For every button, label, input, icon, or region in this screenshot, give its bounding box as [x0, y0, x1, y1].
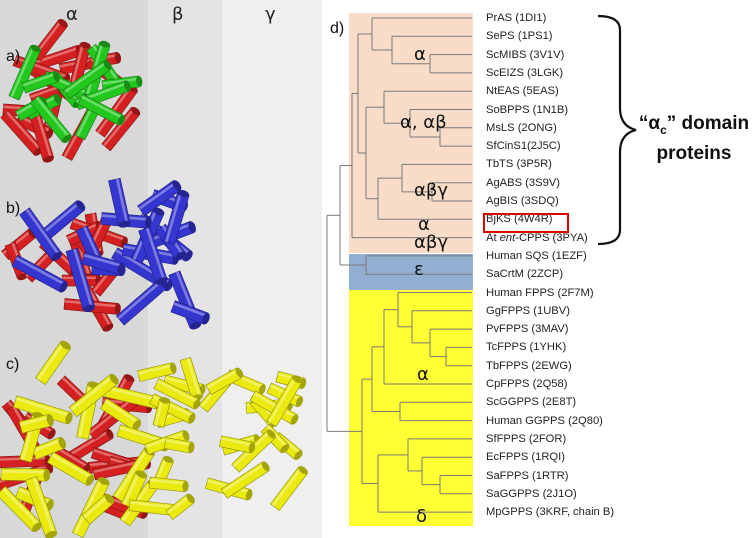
- helix-cylinder: [137, 362, 177, 382]
- clade-label-delta: δ: [416, 506, 428, 527]
- tree-leaf-label: CpFPPS (2Q58): [486, 378, 568, 390]
- helix-cylinder: [266, 375, 303, 427]
- clade-label-alpha-1: α: [414, 44, 426, 65]
- helix-cylinder: [99, 397, 142, 431]
- helix-cylinder: [165, 493, 195, 520]
- tree-leaf-label: ScEIZS (3LGK): [486, 66, 564, 79]
- helix-cylinder: [21, 70, 60, 94]
- helix-cylinder: [121, 470, 148, 509]
- tree-leaf-label: PrAS (1DI1): [486, 12, 547, 24]
- helix-cylinder: [29, 95, 72, 144]
- helix-cylinder: [219, 435, 256, 454]
- tree-leaf-label: EcFPPS (1RQI): [486, 451, 565, 464]
- helix-cylinder: [153, 455, 174, 485]
- helix-cylinder: [95, 84, 138, 138]
- tree-leaf-label: Human FPPS (2F7M): [486, 286, 594, 299]
- panel-d-label: d): [330, 20, 345, 37]
- helix-cylinder: [270, 466, 308, 512]
- tree-leaf-label: TcFPPS (1YHK): [486, 341, 567, 354]
- tree-leaf-label: TbTS (3P5R): [486, 158, 552, 171]
- tree-leaf-label: GgFPPS (1UBV): [486, 304, 570, 317]
- helix-cylinder: [101, 106, 141, 152]
- helix-cylinder: [170, 300, 210, 325]
- tree-leaf-label: SePS (1PS1): [486, 30, 553, 43]
- tree-leaf-label: MsLS (2ONG): [486, 121, 557, 134]
- helix-cylinder: [81, 251, 125, 275]
- helix-cylinder: [81, 493, 115, 525]
- beta-column-label: β: [172, 4, 184, 25]
- helix-cylinder: [148, 476, 189, 493]
- tree-leaf-label: Human SQS (1EZF): [486, 249, 587, 262]
- helix-cylinder: [65, 247, 96, 313]
- helix-cylinder: [205, 367, 244, 395]
- clade-label-alphabetagamma-2: αβγ: [414, 232, 449, 253]
- helix-cylinder: [153, 378, 201, 410]
- clade-label-alpha-2: α: [418, 214, 430, 235]
- helix-cylinder: [220, 461, 270, 499]
- helix-cylinder: [25, 476, 58, 538]
- panel-b-label: b): [6, 200, 21, 217]
- helix-cylinder: [152, 397, 171, 428]
- helix-cylinder: [46, 451, 95, 486]
- alpha-c-domain-label: “αc” domain proteins: [636, 112, 752, 166]
- bjks-highlight-box: [483, 213, 569, 233]
- helix-cylinder: [0, 467, 51, 482]
- alpha-c-brace: [597, 14, 637, 246]
- helix-cylinder: [8, 44, 41, 101]
- helix-cylinder: [137, 180, 182, 217]
- tree-leaf-label: TbFPPS (2EWG): [486, 359, 572, 372]
- clade-label-alpha-alphabeta: α, αβ: [400, 112, 447, 133]
- tree-leaf-label: MpGPPS (3KRF, chain B): [486, 506, 615, 519]
- helix-cylinder: [77, 93, 125, 126]
- helix-cylinder: [31, 18, 68, 62]
- helix-cylinder: [164, 437, 195, 454]
- clade-label-alphabetagamma-1: αβγ: [414, 180, 449, 201]
- tree-leaf-label: At ent-CPPS (3PYA): [486, 231, 588, 244]
- tree-leaf-label: ScMIBS (3V1V): [486, 48, 565, 61]
- alpha-column-label: α: [66, 4, 78, 25]
- protein-structure-renderings: [0, 18, 308, 538]
- tree-leaf-label: SoBPPS (1N1B): [486, 103, 569, 116]
- tree-leaf-label: SfFPPS (2FOR): [486, 432, 567, 445]
- tree-leaf-label: AgABS (3S9V): [486, 176, 560, 189]
- gamma-column-shade: [222, 0, 322, 538]
- helix-cylinder: [0, 485, 42, 532]
- clade-label-alpha-3: α: [417, 364, 429, 385]
- tree-leaf-label: BjKS (4W4R): [486, 213, 553, 226]
- helix-cylinder: [18, 413, 54, 434]
- epsilon-group-shade: [349, 254, 473, 290]
- helix-cylinder: [68, 373, 119, 418]
- helix-cylinder: [249, 390, 299, 425]
- clade-label-epsilon: ε: [414, 259, 424, 280]
- helix-cylinder: [19, 207, 63, 261]
- yellow-group-shade: [349, 290, 473, 526]
- helix-cylinder: [11, 254, 68, 293]
- tree-leaf-label: SaGGPPS (2J1O): [486, 487, 577, 500]
- tree-leaf-label: PvFPPS (3MAV): [486, 323, 569, 336]
- tree-leaf-label: SfCinS1(2J5C): [486, 140, 561, 153]
- tree-leaf-label: SaFPPS (1RTR): [486, 469, 569, 482]
- helix-cylinder: [35, 340, 71, 386]
- tree-leaf-label: ScGGPPS (2E8T): [486, 396, 577, 409]
- panel-a-label: a): [6, 48, 21, 65]
- alpha-c-symbol: “αc” domain: [638, 113, 750, 137]
- helix-cylinder: [138, 226, 168, 285]
- helix-cylinder: [0, 109, 43, 156]
- tree-leaf-label: Human GGPPS (2Q80): [486, 414, 603, 427]
- helix-cylinder: [108, 177, 131, 228]
- phylogenetic-tree-branches: [326, 17, 472, 513]
- tree-leaf-label: AgBIS (3SDQ): [486, 195, 559, 207]
- tree-leaf-label: NtEAS (5EAS): [486, 85, 559, 98]
- tree-leaf-label: SaCrtM (2ZCP): [486, 268, 564, 281]
- gamma-column-label: γ: [265, 4, 276, 25]
- panel-c-label: c): [6, 356, 20, 373]
- helix-cylinder: [162, 190, 190, 245]
- helix-cylinder: [62, 59, 112, 99]
- helix-cylinder: [31, 436, 67, 461]
- alpha-c-group-shade: [349, 13, 473, 253]
- proteins-word: proteins: [656, 142, 732, 164]
